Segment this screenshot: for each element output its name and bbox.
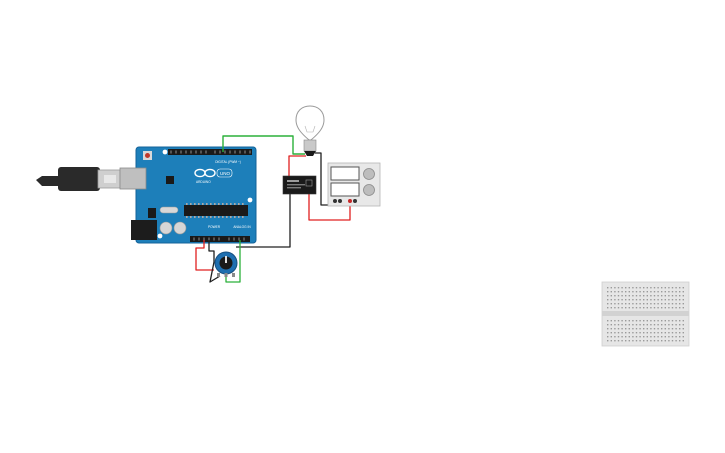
wire-red-pot[interactable] — [195, 240, 214, 271]
wires[interactable] — [195, 135, 351, 283]
dc-jack — [131, 220, 157, 240]
dc-power-supply[interactable] — [327, 162, 381, 207]
digital-header — [168, 149, 252, 155]
potentiometer[interactable] — [214, 251, 238, 277]
brand-label: ARDUINO — [196, 180, 211, 184]
light-bulb[interactable] — [295, 105, 325, 156]
wire-green-top[interactable] — [222, 135, 305, 155]
current-knob[interactable] — [363, 184, 375, 196]
analog-label: ANALOG IN — [233, 225, 251, 229]
wire-green-pot[interactable] — [225, 240, 241, 283]
power-label: POWER — [208, 225, 221, 229]
model-label: UNO — [220, 171, 230, 176]
wire-black-relay[interactable] — [236, 190, 291, 248]
relay[interactable] — [282, 175, 317, 195]
voltage-knob[interactable] — [363, 168, 375, 180]
wire-black-pot[interactable] — [208, 240, 221, 283]
usb-cable[interactable] — [36, 167, 121, 191]
wire-red-supply[interactable] — [308, 188, 351, 221]
wire-red-bulb[interactable] — [288, 155, 306, 177]
breadboard-small[interactable] — [601, 281, 690, 347]
arduino-uno-board[interactable]: DIGITAL (PWM ~) UNO ARDUINO — [119, 146, 257, 244]
arduino-logo-icon — [194, 168, 216, 178]
digital-label: DIGITAL (PWM ~) — [215, 160, 241, 164]
usb-socket — [119, 167, 147, 190]
atmega-chip — [184, 205, 248, 216]
